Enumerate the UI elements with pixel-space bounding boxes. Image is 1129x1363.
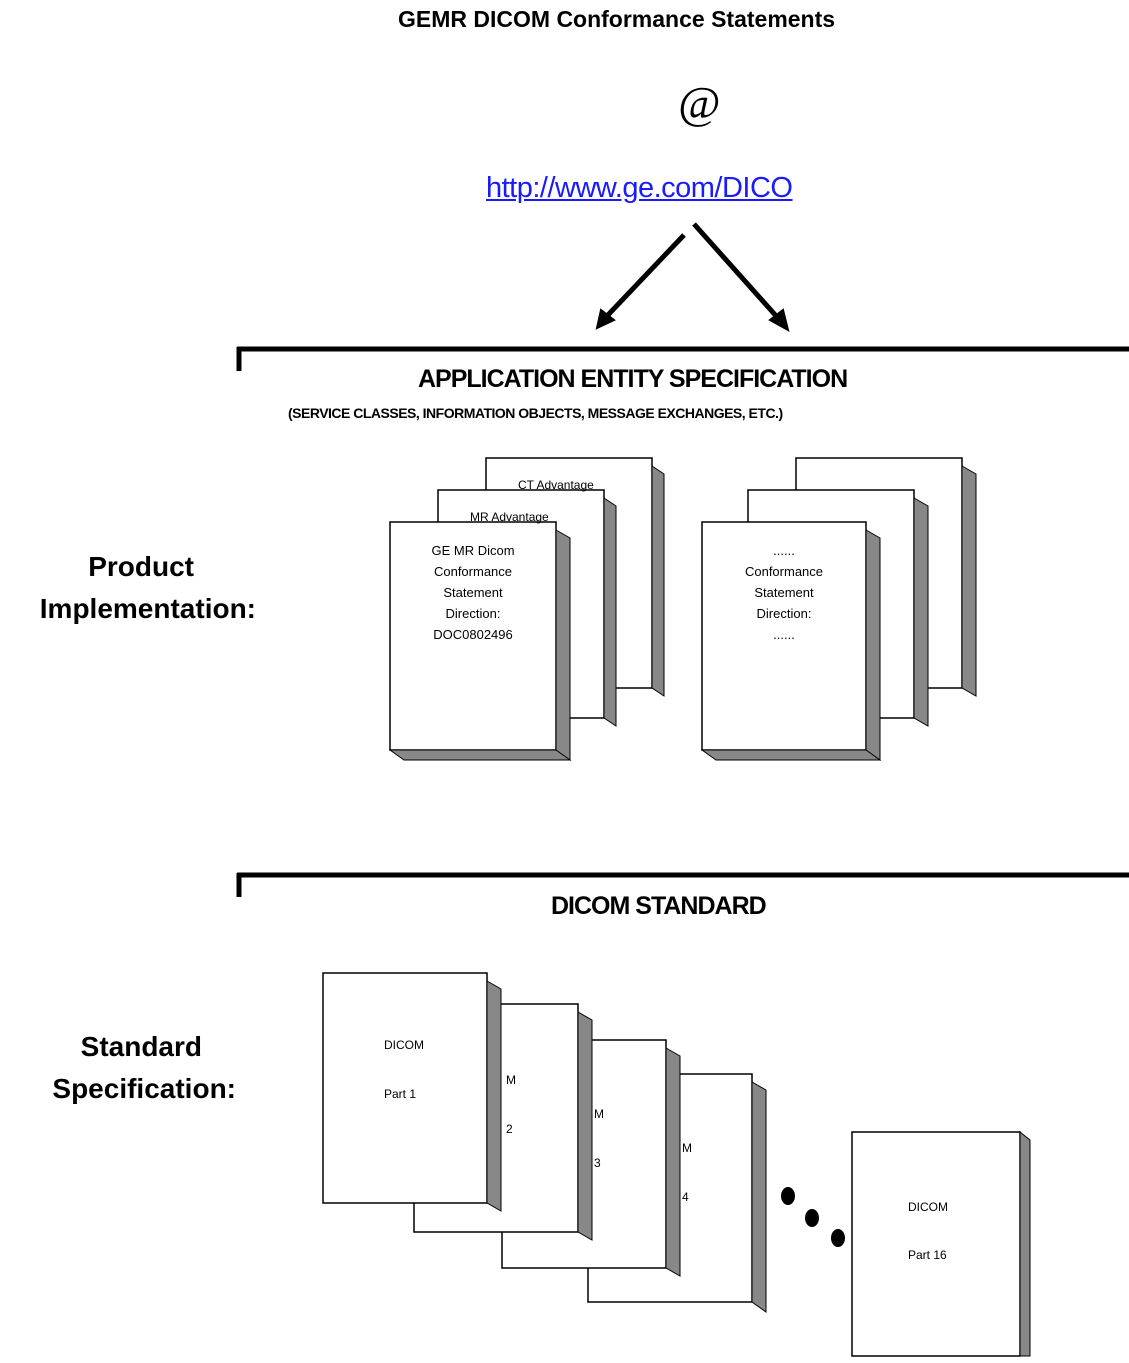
ge-mr-line: Conformance <box>433 564 513 579</box>
arrow-right-head <box>768 308 790 332</box>
right-doc-line: ...... <box>773 627 795 642</box>
left-document-stack <box>388 457 665 761</box>
ge-mr-doc-text: GE MR Dicom Conformance Statement Direct… <box>390 540 556 645</box>
standard-doc-stack <box>322 972 1031 1357</box>
app-entity-subheading: (SERVICE CLASSES, INFORMATION OBJECTS, M… <box>288 405 783 421</box>
doc2-number: 2 <box>506 1122 513 1136</box>
ge-mr-line: DOC0802496 <box>433 627 513 642</box>
right-document-stack <box>700 457 977 761</box>
part16-number-text: Part 16 <box>908 1248 947 1262</box>
part1-dicom-text: DICOM <box>384 1038 424 1052</box>
doc-part-1 <box>322 972 502 1212</box>
arrow-left-head <box>595 308 616 330</box>
standard-specification-label: Standard Specification: <box>0 1026 236 1110</box>
at-sign-glyph: @ <box>678 77 721 128</box>
ge-mr-line: GE MR Dicom <box>431 543 515 558</box>
app-entity-bracket <box>236 346 1129 371</box>
standard-label-line2: Specification: <box>52 1073 236 1104</box>
doc4-number: 4 <box>682 1190 689 1204</box>
doc3-mark: M <box>594 1107 604 1121</box>
doc-part-16 <box>851 1130 1031 1357</box>
part16-dicom-text: DICOM <box>908 1200 948 1214</box>
doc-right-front <box>700 521 882 761</box>
ct-advantage-title: CT Advantage <box>518 478 594 492</box>
dicom-standard-bracket <box>236 872 1129 897</box>
dicom-standard-heading: DICOM STANDARD <box>551 892 767 920</box>
product-label-line1: Product <box>88 551 194 582</box>
app-entity-heading: APPLICATION ENTITY SPECIFICATION <box>418 365 848 393</box>
right-doc-line: Statement <box>754 585 814 600</box>
part1-number-text: Part 1 <box>384 1087 417 1101</box>
ellipsis-dots <box>781 1187 845 1247</box>
product-implementation-label: Product Implementation: <box>0 546 256 630</box>
doc-ge-mr-dicom <box>388 521 572 761</box>
doc3-number: 3 <box>594 1156 601 1170</box>
arrows <box>595 222 790 332</box>
dicom-url-link[interactable]: http://www.ge.com/DICO <box>486 172 793 204</box>
mr-advantage-title: MR Advantage <box>470 510 549 524</box>
doc2-mark: M <box>506 1073 516 1087</box>
right-doc-line: Conformance <box>744 564 824 579</box>
product-label-line2: Implementation: <box>39 593 256 624</box>
right-doc-line: ...... <box>773 543 795 558</box>
right-doc-line: Direction: <box>756 606 812 621</box>
right-doc-text: ...... Conformance Statement Direction: … <box>702 540 866 645</box>
page-title-text: GEMR DICOM Conformance Statements <box>398 6 836 32</box>
at-sign-icon: @ <box>668 76 728 136</box>
standard-label-line1: Standard <box>80 1031 202 1062</box>
ge-mr-line: Statement <box>443 585 503 600</box>
page-title: GEMR DICOM Conformance Statements <box>0 6 1129 46</box>
ge-mr-line: Direction: <box>445 606 501 621</box>
arrow-left-line <box>605 233 686 318</box>
doc4-mark: M <box>682 1141 692 1155</box>
arrow-right-line <box>692 222 780 320</box>
